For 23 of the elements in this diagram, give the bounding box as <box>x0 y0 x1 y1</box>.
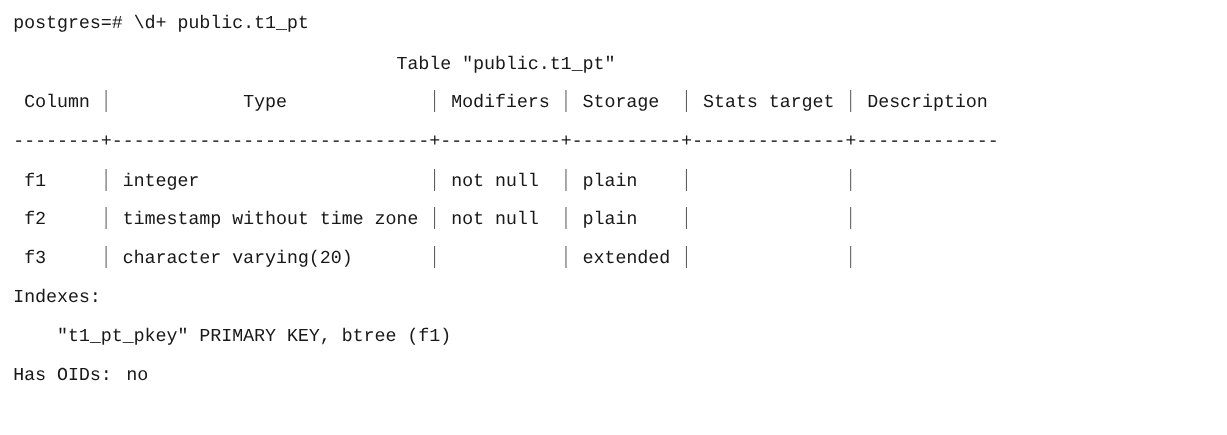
column-header: Column <box>25 93 89 108</box>
table-cell: extended <box>583 249 669 264</box>
index-heading: Indexes: <box>15 288 97 303</box>
column-header: Stats target <box>703 94 833 111</box>
column-header: Storage <box>583 94 659 111</box>
table-cell: not null <box>452 210 538 225</box>
table-title: Table "public.t1_pt" <box>397 55 613 73</box>
table-cell: character varying(20) <box>123 249 350 267</box>
table-cell: integer <box>124 172 198 190</box>
table-cell: not null <box>452 172 538 187</box>
table-cell: plain <box>584 210 636 228</box>
column-header: Type <box>243 94 286 111</box>
prompt-line: postgres=# \d+ public.t1_pt <box>14 14 307 32</box>
column-header: Description <box>868 93 987 111</box>
footer-line: Has OIDs: no <box>14 367 148 381</box>
table-cell: f3 <box>25 249 45 264</box>
index-line: "t1_pt_pkey" PRIMARY KEY, btree (f1) <box>59 327 449 345</box>
separator-line: --------+-----------------------------+-----------+----------+--------------+------------- <box>16 135 996 145</box>
table-cell: f2 <box>25 210 45 224</box>
table-cell: plain <box>584 172 636 190</box>
table-cell: f1 <box>25 172 46 186</box>
table-cell: timestamp without time zone <box>124 210 418 228</box>
column-header: Modifiers <box>452 93 549 108</box>
